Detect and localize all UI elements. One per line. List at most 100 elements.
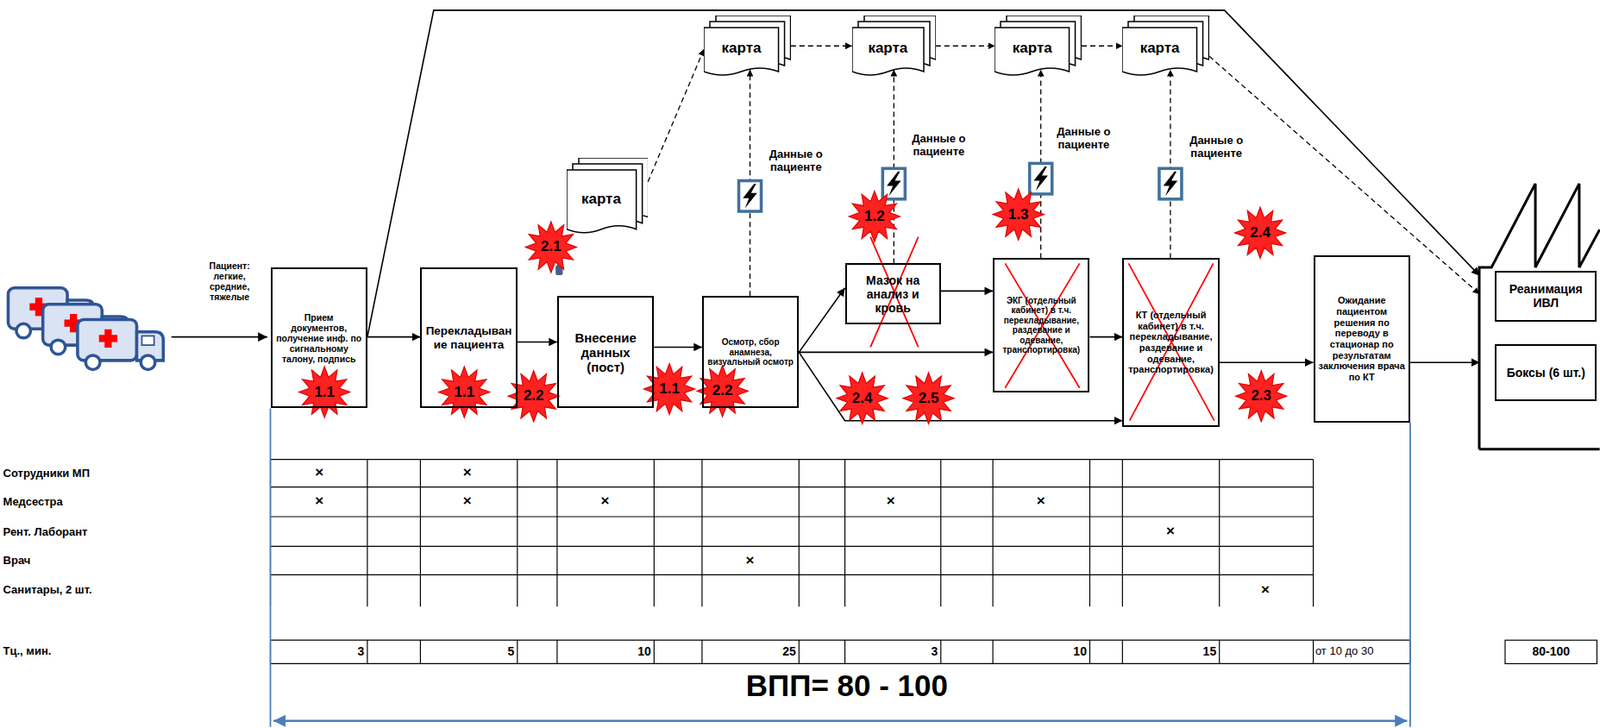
node-text: Осмотр, сбор анамнеза, визуальный осмотр bbox=[707, 337, 794, 368]
node-text: Прием документов, получение инф. по сигн… bbox=[276, 312, 363, 364]
data-note: Данные о пациенте bbox=[903, 132, 975, 159]
callout-star bbox=[439, 366, 490, 418]
callout-number: 1.3 bbox=[1008, 206, 1030, 224]
info-arrow bbox=[1081, 45, 1123, 47]
table-mark: × bbox=[1036, 492, 1046, 510]
span-bracket bbox=[270, 407, 1411, 727]
table-mark: × bbox=[314, 464, 324, 482]
table-row-label: Тц., мин. bbox=[3, 645, 52, 659]
page-sheet bbox=[994, 27, 1070, 76]
flow-arrow bbox=[798, 288, 845, 353]
process-box: Боксы (6 шт.) bbox=[1494, 344, 1597, 402]
callout-star bbox=[696, 365, 748, 417]
callout-number: 2.5 bbox=[918, 389, 940, 408]
flow-arrow bbox=[367, 336, 421, 339]
callout-star bbox=[836, 372, 888, 424]
document-stack: карта bbox=[566, 157, 649, 235]
flow-arrow bbox=[1219, 361, 1314, 364]
flow-arrow bbox=[1089, 336, 1123, 339]
time-value: 10 bbox=[637, 644, 652, 659]
node-text: Боксы (6 шт.) bbox=[1499, 365, 1592, 380]
callout-number: 2.1 bbox=[540, 238, 562, 257]
info-arrow bbox=[893, 69, 895, 264]
flow-arrow bbox=[1410, 361, 1480, 364]
flow-arrow bbox=[171, 336, 268, 339]
time-value: от 10 до 30 bbox=[1315, 645, 1374, 659]
node-text: карта bbox=[852, 39, 924, 57]
document-stack: карта bbox=[703, 15, 791, 77]
process-box: КТ (отдельный кабинет) в т.ч. перекладыв… bbox=[1122, 257, 1219, 427]
callout-number: 1.2 bbox=[864, 207, 885, 226]
node-text: Мазок на анализ и кровь bbox=[850, 273, 936, 315]
callout-star bbox=[299, 366, 351, 418]
node-text: карта bbox=[703, 39, 779, 57]
callout-star bbox=[1234, 207, 1286, 258]
time-grid bbox=[270, 640, 1411, 664]
document-stack: карта bbox=[1122, 15, 1210, 77]
time-value: 25 bbox=[782, 644, 797, 659]
info-arrow bbox=[1169, 69, 1171, 259]
span-arrow bbox=[273, 720, 1407, 722]
time-value: 3 bbox=[357, 644, 365, 659]
table-grid bbox=[270, 459, 1314, 607]
node-text: карта bbox=[566, 190, 637, 208]
callout-number: 2.2 bbox=[523, 388, 545, 406]
node-text: Перекладывание пациента bbox=[425, 324, 512, 352]
callout-star bbox=[992, 188, 1044, 240]
table-row-label: Санитары, 2 шт. bbox=[3, 583, 93, 597]
node-text: Реанимация ИВЛ bbox=[1499, 282, 1592, 310]
time-value: 15 bbox=[1203, 644, 1218, 659]
info-arrow bbox=[647, 49, 704, 182]
process-box: Внесение данных (пост) bbox=[557, 295, 654, 408]
flow-arrow bbox=[517, 341, 558, 344]
table-row-label: Врач bbox=[3, 553, 32, 567]
document-stack: карта bbox=[994, 15, 1082, 77]
push-icon bbox=[1029, 163, 1053, 195]
table-row-label: Сотрудники МП bbox=[3, 467, 90, 481]
node-text: Внесение данных (пост) bbox=[562, 330, 649, 376]
table-mark: × bbox=[886, 492, 896, 510]
time-value: 5 bbox=[507, 644, 515, 659]
data-note: Данные о пациенте bbox=[759, 148, 832, 175]
callout-number: 1.1 bbox=[453, 383, 475, 402]
callout-number: 2.4 bbox=[852, 389, 873, 408]
flow-arrow bbox=[798, 351, 993, 354]
patient-note: Пациент: легкие, средние, тяжелые bbox=[194, 259, 266, 302]
time-cell bbox=[1505, 640, 1597, 664]
data-note: Данные о пациенте bbox=[1180, 134, 1253, 161]
page-sheet bbox=[1122, 27, 1198, 76]
push-icon bbox=[882, 168, 905, 200]
factory-building: Реанимация ИВЛ Боксы (6 шт.) bbox=[1479, 178, 1600, 450]
table-mark: × bbox=[314, 492, 324, 510]
page-sheet bbox=[852, 27, 924, 76]
factory-wall bbox=[1479, 447, 1600, 451]
push-icon bbox=[739, 181, 762, 213]
info-arrow bbox=[935, 45, 996, 47]
node-text: карта bbox=[1122, 39, 1198, 57]
process-box: Ожидание пациентом решения по переводу в… bbox=[1313, 255, 1411, 423]
push-icon bbox=[1159, 168, 1182, 200]
time-value: 10 bbox=[1072, 644, 1087, 659]
process-box: Мазок на анализ и кровь bbox=[845, 263, 942, 325]
table-mark: × bbox=[1166, 522, 1175, 540]
time-value: 3 bbox=[930, 644, 938, 659]
node-text: ЭКГ (отдельный кабинет) в т.ч. переклады… bbox=[997, 295, 1085, 356]
page-sheet bbox=[703, 27, 779, 76]
process-box: ЭКГ (отдельный кабинет) в т.ч. переклады… bbox=[992, 257, 1090, 392]
flow-arrow bbox=[653, 346, 703, 349]
lead-time-total: ВПП= 80 - 100 bbox=[746, 668, 948, 703]
info-arrow bbox=[790, 45, 853, 47]
node-text: Ожидание пациентом решения по переводу в… bbox=[1318, 294, 1406, 383]
table-row-label: Медсестра bbox=[3, 495, 63, 509]
callout-number: 1.1 bbox=[658, 380, 680, 398]
factory-wall bbox=[1479, 183, 1600, 450]
cross-out bbox=[1128, 263, 1214, 421]
node-text: КТ (отдельный кабинет) в т.ч. перекладыв… bbox=[1127, 309, 1214, 376]
table-mark: × bbox=[601, 492, 610, 510]
ambulance-icon bbox=[77, 320, 164, 371]
table-mark: × bbox=[746, 552, 755, 570]
table-row-label: Рент. Лаборант bbox=[3, 525, 88, 539]
table-mark: × bbox=[463, 492, 472, 510]
callout-number: 2.2 bbox=[712, 382, 734, 401]
info-arrow bbox=[1209, 56, 1481, 295]
